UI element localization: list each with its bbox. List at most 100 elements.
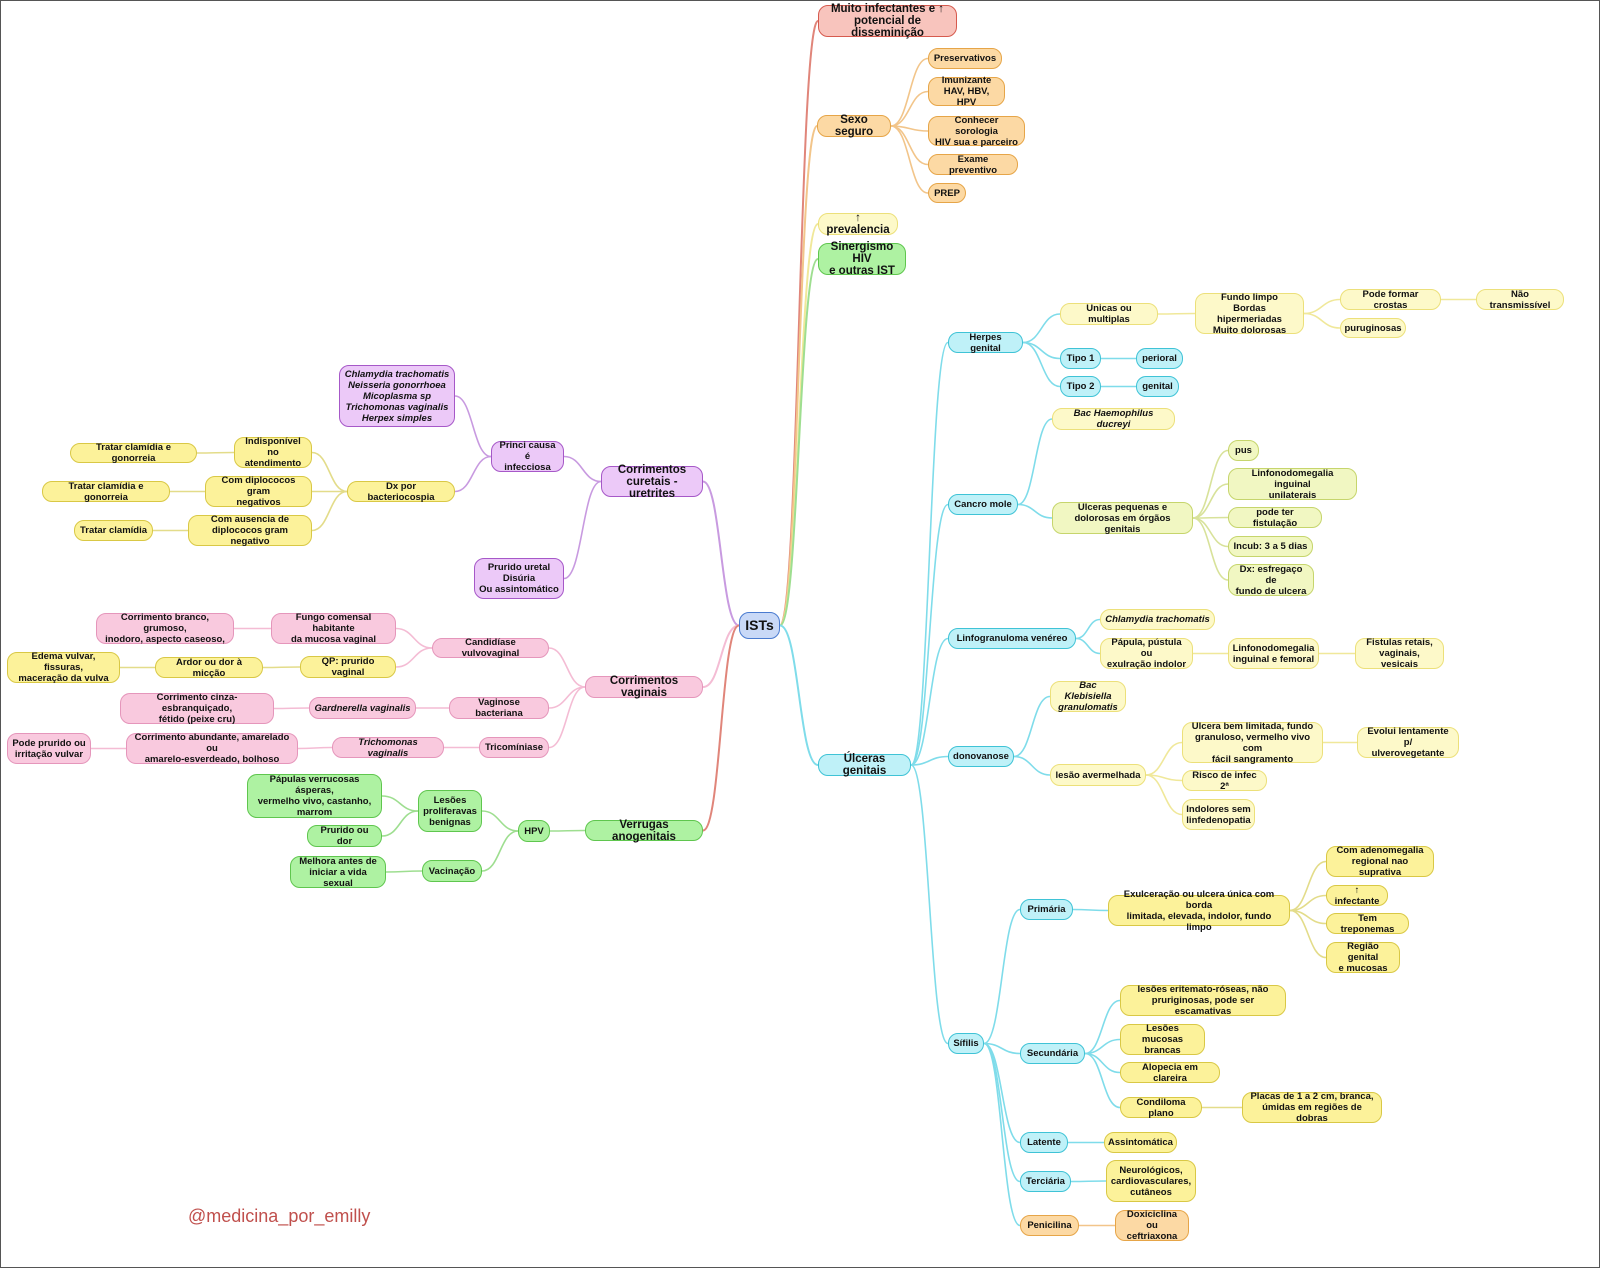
node-secundaria[interactable]: Secundária xyxy=(1020,1043,1085,1064)
node-indisponivel[interactable]: Indisponível no atendimento xyxy=(234,436,312,469)
connector-trat1 xyxy=(196,451,235,454)
connector-leserit xyxy=(1084,999,1121,1055)
node-prurido-uretal[interactable]: Prurido uretal Disúria Ou assintomático xyxy=(474,558,564,599)
node-corrimentos-vaginais[interactable]: Corrimentos vaginais xyxy=(585,675,703,699)
node-fistulas-retais[interactable]: Fistulas retais, vaginais, vesicais xyxy=(1355,637,1444,670)
node-unicas-multiplas[interactable]: Unicas ou multiplas xyxy=(1060,303,1158,325)
node-sexo-seguro[interactable]: Sexo seguro xyxy=(817,114,891,138)
node-candidiase[interactable]: Candidíase vulvovaginal xyxy=(432,637,549,659)
node-vacinacao[interactable]: Vacinação xyxy=(422,860,482,882)
central-topic-ists[interactable]: ISTs xyxy=(739,612,780,639)
node-indolores[interactable]: Indolores sem linfedenopatia xyxy=(1182,799,1255,830)
node-hpv[interactable]: HPV xyxy=(518,820,550,842)
node-klebsiella-granulomatis[interactable]: Bac Klebisiella granulomatis xyxy=(1050,680,1126,713)
node-prevalencia[interactable]: ↑ prevalencia xyxy=(818,212,898,236)
connector-prurur xyxy=(563,480,602,580)
connector-purug xyxy=(1303,312,1341,329)
node-pus[interactable]: pus xyxy=(1228,440,1259,461)
node-vaginose-bacteriana[interactable]: Vaginose bacteriana xyxy=(449,697,549,719)
node-dx-bacterioscopia[interactable]: Dx por bacteriocospia xyxy=(347,481,455,503)
node-ulceras-pequenas[interactable]: Ulceras pequenas e dolorosas em órgãos g… xyxy=(1052,502,1193,535)
node-linfogranuloma-venereo[interactable]: Linfogranuloma venéreo xyxy=(948,628,1076,649)
node-tratar-clamidia-gonorreia-1[interactable]: Tratar clamídia e gonorreia xyxy=(70,442,197,464)
node-corrimentos-uretrites[interactable]: Corrimentos curetais - uretrites xyxy=(601,464,703,500)
node-exame-preventivo[interactable]: Exame preventivo xyxy=(928,154,1018,176)
node-alopecia[interactable]: Alopecia em clareira xyxy=(1120,1062,1220,1084)
node-infectante[interactable]: ↑ infectante xyxy=(1326,885,1388,907)
node-puruginosas[interactable]: puruginosas xyxy=(1340,318,1406,338)
node-doxiciclina[interactable]: Doxiciclina ou ceftriaxona xyxy=(1115,1209,1189,1242)
node-neurologicos[interactable]: Neurológicos, cardiovasculares, cutâneos xyxy=(1106,1160,1196,1202)
node-dx-esfregaco[interactable]: Dx: esfregaço de fundo de ulcera xyxy=(1228,564,1314,597)
connector-exulc xyxy=(1072,908,1109,912)
node-trichomonas[interactable]: Trichomonas vaginalis xyxy=(332,737,444,759)
node-perioral[interactable]: perioral xyxy=(1136,348,1183,369)
connector-corrab xyxy=(297,746,333,750)
node-melhora-antes[interactable]: Melhora antes de iniciar a vida sexual xyxy=(290,856,386,889)
node-pode-formar-crostas[interactable]: Pode formar crostas xyxy=(1340,289,1441,311)
node-muito-infectantes[interactable]: Muito infectantes e ↑ potencial de disse… xyxy=(818,3,957,39)
node-placas[interactable]: Placas de 1 a 2 cm, branca, úmidas em re… xyxy=(1242,1091,1382,1124)
node-agentes-etiologicos[interactable]: Chlamydia trachomatis Neisseria gonorrho… xyxy=(339,365,455,427)
node-condiloma-plano[interactable]: Condiloma plano xyxy=(1120,1097,1202,1119)
node-prurido-dor[interactable]: Prurido ou dor xyxy=(307,825,382,847)
node-evolui-lentamente[interactable]: Evolui lentamente p/ ulverovegetante xyxy=(1357,726,1459,759)
node-pode-prurido[interactable]: Pode prurido ou irritação vulvar xyxy=(7,733,91,764)
node-com-diplococos[interactable]: Com diplococos gram negativos xyxy=(205,475,312,508)
connector-hpv xyxy=(549,829,586,832)
node-lesoes-mucosas[interactable]: Lesões mucosas brancas xyxy=(1120,1023,1205,1056)
node-lesoes-eritemato-roseas[interactable]: lesões eritemato-róseas, não pruriginosa… xyxy=(1120,984,1286,1017)
node-corrimento-branco[interactable]: Corrimento branco, grumoso, inodoro, asp… xyxy=(96,612,234,645)
node-primaria[interactable]: Primária xyxy=(1020,899,1073,920)
node-sifilis[interactable]: Sífilis xyxy=(948,1033,984,1054)
node-genital[interactable]: genital xyxy=(1136,376,1179,397)
node-preservativos[interactable]: Preservativos xyxy=(928,48,1002,69)
node-fungo-comensal[interactable]: Fungo comensal habitante da mucosa vagin… xyxy=(271,612,396,645)
node-treponemas[interactable]: Tem treponemas xyxy=(1326,913,1409,935)
node-regiao-genital[interactable]: Região genital e mucosas xyxy=(1326,941,1400,974)
node-verrugas-anogenitais[interactable]: Verrugas anogenitais xyxy=(585,819,703,843)
connector-condil xyxy=(1084,1052,1121,1109)
node-lesoes-proliferativas[interactable]: Lesões proliferavas benignas xyxy=(418,790,482,832)
node-latente[interactable]: Latente xyxy=(1020,1132,1068,1153)
node-corrimento-abundante[interactable]: Corrimento abundante, amarelado ou amare… xyxy=(126,732,298,765)
node-tipo-1[interactable]: Tipo 1 xyxy=(1060,348,1101,369)
node-penicilina[interactable]: Penicilina xyxy=(1020,1215,1079,1236)
node-exulceracao[interactable]: Exulceração ou ulcera única com borda li… xyxy=(1108,889,1290,933)
node-ardor-miccao[interactable]: Ardor ou dor à micção xyxy=(155,657,263,679)
node-sinergismo-hiv[interactable]: Sinergismo HIV e outras IST xyxy=(818,241,906,277)
node-chlamydia-trachomatis[interactable]: Chlamydia trachomatis xyxy=(1100,609,1215,630)
node-principal-causa[interactable]: Princi causa é infecciosa xyxy=(491,440,564,473)
node-cancro-mole[interactable]: Cancro mole xyxy=(948,494,1018,515)
node-tipo-2[interactable]: Tipo 2 xyxy=(1060,376,1101,397)
node-papula-pustula[interactable]: Pápula, pústula ou exulração indolor xyxy=(1100,637,1193,670)
node-incubacao[interactable]: Incub: 3 a 5 dias xyxy=(1228,536,1313,557)
node-haemophilus-ducreyi[interactable]: Bac Haemophilus ducreyi xyxy=(1052,408,1175,430)
node-nao-transmissivel[interactable]: Não transmissível xyxy=(1476,289,1564,311)
node-gardnerella[interactable]: Gardnerella vaginalis xyxy=(309,697,416,719)
node-conhecer-sorologia[interactable]: Conhecer sorologia HIV sua e parceiro xyxy=(928,115,1025,148)
node-terciaria[interactable]: Terciária xyxy=(1020,1171,1071,1192)
node-edema-vulvar[interactable]: Edema vulvar, fissuras, maceração da vul… xyxy=(7,651,120,684)
node-tratar-clamidia[interactable]: Tratar clamídia xyxy=(74,520,153,541)
node-lesao-avermelhada[interactable]: lesão avermelhada xyxy=(1050,764,1146,786)
node-risco-infeccao[interactable]: Risco de infec 2ª xyxy=(1182,770,1267,792)
node-ulcera-bem-limitada[interactable]: Ulcera bem limitada, fundo granuloso, ve… xyxy=(1182,721,1323,765)
node-corrimento-cinza[interactable]: Corrimento cinza-esbranquiçado, fétido (… xyxy=(120,692,274,725)
node-ulceras-genitais[interactable]: Úlceras genitais xyxy=(818,753,911,777)
node-qp-prurido-vaginal[interactable]: QP: prurido vaginal xyxy=(300,656,396,678)
node-linfonodomegalia-inguinal-femoral[interactable]: Linfonodomegalia inguinal e femoral xyxy=(1228,638,1319,669)
node-assintomatica[interactable]: Assintomática xyxy=(1104,1132,1177,1153)
node-com-ausencia-diplococos[interactable]: Com ausencia de diplococos gram negativo xyxy=(188,514,312,547)
node-adenomegalia[interactable]: Com adenomegalia regional nao suprativa xyxy=(1326,845,1434,878)
node-fundo-limpo[interactable]: Fundo limpo Bordas hipermeriadas Muito d… xyxy=(1195,292,1304,336)
node-papulas-verrucosas[interactable]: Pápulas verrucosas ásperas, vermelho viv… xyxy=(247,774,382,818)
node-tratar-clamidia-gonorreia-2[interactable]: Tratar clamídia e gonorreia xyxy=(42,481,170,503)
node-tricomoniase[interactable]: Tricomíniase xyxy=(479,737,549,758)
node-linfonodomegalia-unilateral[interactable]: Linfonodomegalia inguinal unilaterais xyxy=(1228,468,1357,501)
node-herpes-genital[interactable]: Herpes genital xyxy=(948,332,1023,354)
node-imunizante[interactable]: Imunizante HAV, HBV, HPV xyxy=(928,75,1005,108)
node-prep[interactable]: PREP xyxy=(928,183,966,203)
node-donovanose[interactable]: donovanose xyxy=(948,746,1014,767)
node-fistulacao[interactable]: pode ter fistulação xyxy=(1228,507,1322,529)
